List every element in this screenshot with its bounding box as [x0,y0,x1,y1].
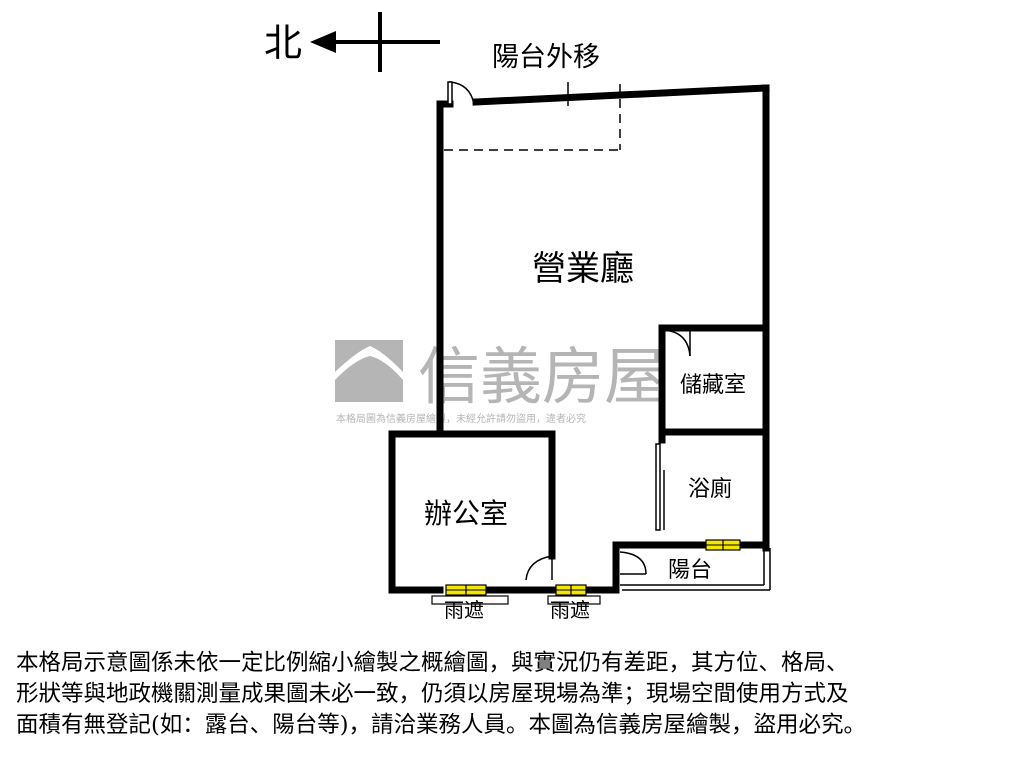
window-bathroom-icon [705,539,741,551]
sliding-door [655,443,665,531]
window-bottom-icon [547,584,601,605]
north-label: 北 [264,21,302,65]
canopy-left-outline [431,595,509,605]
north-arrow-icon [310,31,336,53]
balcony-moved-out-area [444,84,621,151]
watermark-brand: 信義房屋 [418,340,666,413]
label-office: 辦公室 [424,497,508,530]
disclaimer-text: 本格局示意圖係未依一定比例縮小繪製之概繪圖，與實況仍有差距，其方位、格局、 形狀… [16,650,867,738]
door-balcony-icon [619,551,647,575]
compass: 北 [264,12,440,72]
door-office-icon [525,555,553,581]
label-balcony: 陽台 [668,558,712,583]
label-sales-hall: 營業廳 [532,249,634,289]
door-entrance-icon [447,81,475,105]
window-office-icon [431,584,509,605]
canopy-right-outline [547,595,601,605]
balcony-outline [620,548,771,591]
floor-plan: 北 信義房屋 本格局圖為信義房屋繪製，未經允許請勿盜用，違者必究 [264,12,771,622]
label-canopy-left: 雨遮 [444,598,484,622]
label-balcony-moved-out: 陽台外移 [492,42,600,73]
door-storage-icon [663,329,691,357]
watermark: 信義房屋 本格局圖為信義房屋繪製，未經允許請勿盜用，違者必究 [335,340,666,425]
label-canopy-right: 雨遮 [550,598,590,622]
walls [388,84,770,594]
label-bathroom: 浴廁 [688,477,732,502]
label-storage-room: 儲藏室 [680,373,746,398]
watermark-notice: 本格局圖為信義房屋繪製，未經允許請勿盜用，違者必究 [336,412,586,425]
